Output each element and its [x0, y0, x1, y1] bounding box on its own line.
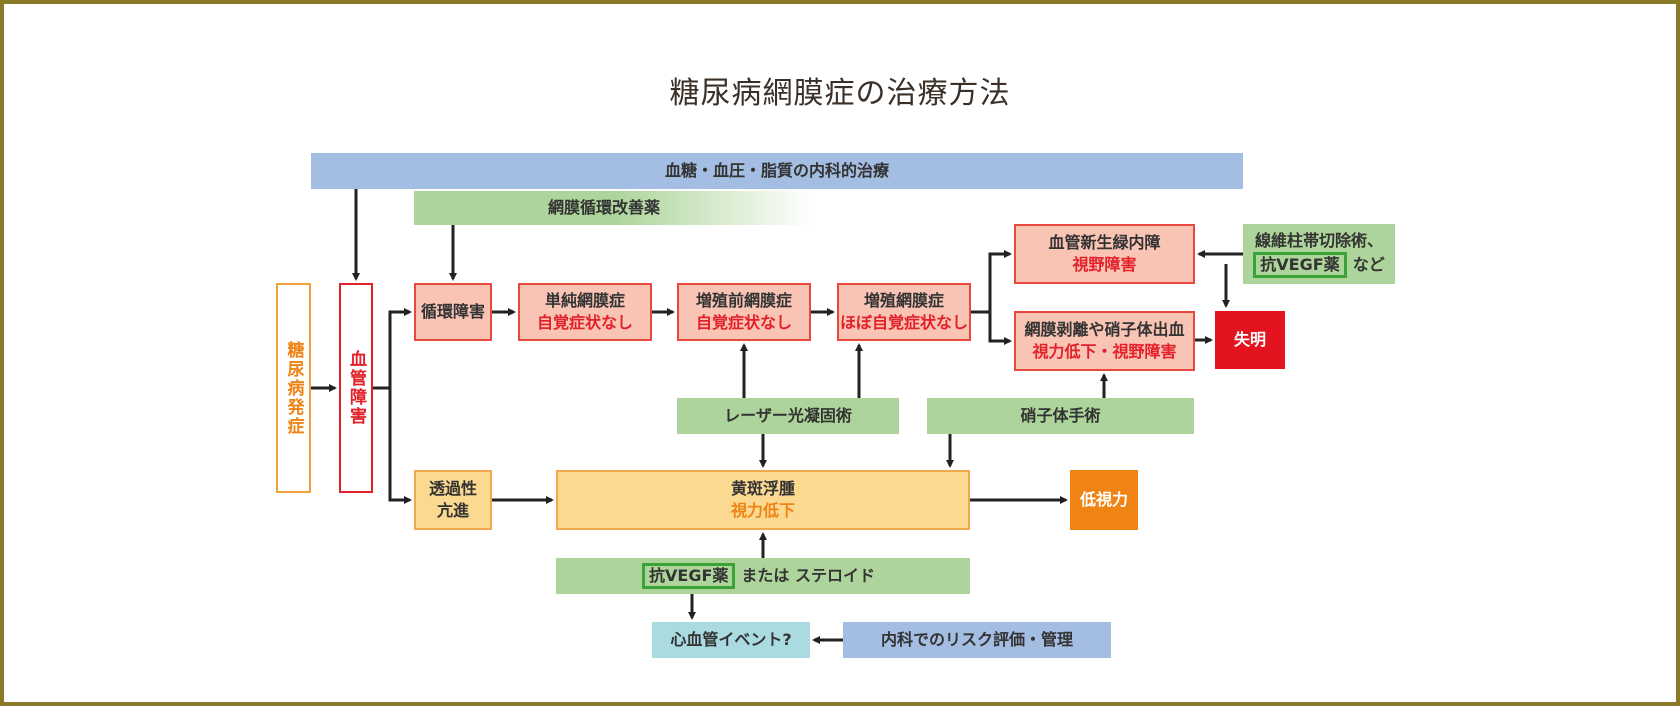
diagram-title: 糖尿病網膜症の治療方法	[669, 76, 1011, 111]
proliferative-line1: 増殖網膜症	[863, 291, 944, 310]
preproliferative-line1: 増殖前網膜症	[695, 291, 792, 310]
surgery-suffix: など	[1352, 255, 1385, 274]
neovascular-glaucoma-box: 血管新生緑内障 視野障害	[1014, 224, 1195, 284]
circulation-drug-box: 網膜循環改善薬	[414, 191, 814, 225]
simple-retinopathy-box: 単純網膜症 自覚症状なし	[518, 283, 652, 341]
surgery-line1: 線維柱帯切除術、	[1254, 231, 1383, 250]
permeability-box: 透過性 亢進	[414, 470, 492, 530]
blindness-box: 失明	[1215, 311, 1285, 369]
risk-evaluation-label: 内科でのリスク評価・管理	[880, 630, 1073, 649]
retinal-detachment-line2: 視力低下・視野障害	[1032, 342, 1177, 361]
laser-box: レーザー光凝固術	[677, 398, 899, 434]
internal-treatment-box: 血糖・血圧・脂質の内科的治療	[311, 153, 1243, 189]
cv-event-label: 心血管イベント?	[670, 630, 792, 649]
retinal-detachment-line1: 網膜剥離や硝子体出血	[1024, 320, 1185, 339]
surgery-box: 線維柱帯切除術、 抗VEGF薬 など	[1243, 224, 1395, 284]
neovascular-glaucoma-line2: 視野障害	[1072, 255, 1137, 274]
internal-treatment-label: 血糖・血圧・脂質の内科的治療	[664, 161, 889, 180]
anti-vegf-text: または ステロイド	[741, 566, 875, 585]
arrow-proliferative-to-glaucoma	[971, 250, 1012, 314]
neovascular-glaucoma-line1: 血管新生緑内障	[1048, 233, 1161, 252]
simple-retinopathy-line1: 単純網膜症	[544, 291, 625, 310]
cv-event-box: 心血管イベント?	[652, 622, 810, 658]
macular-edema-line2: 視力低下	[730, 501, 795, 520]
surgery-anti-vegf-tag: 抗VEGF薬	[1253, 252, 1347, 278]
diabetes-onset-label: 糖尿病発症	[283, 340, 304, 436]
simple-retinopathy-line2: 自覚症状なし	[536, 313, 633, 332]
proliferative-box: 増殖網膜症 ほぼ自覚症状なし	[837, 283, 971, 341]
permeability-line1: 透過性	[428, 479, 477, 498]
vitrectomy-box: 硝子体手術	[927, 398, 1194, 434]
anti-vegf-box: 抗VEGF薬 または ステロイド	[556, 558, 970, 594]
arrow-vascular-to-circulation	[373, 308, 412, 390]
permeability-line2: 亢進	[436, 501, 469, 520]
preproliferative-line2: 自覚症状なし	[695, 313, 792, 332]
circulation-drug-label: 網膜循環改善薬	[548, 198, 661, 217]
laser-label: レーザー光凝固術	[724, 406, 852, 425]
proliferative-line2: ほぼ自覚症状なし	[839, 313, 968, 332]
macular-edema-line1: 黄斑浮腫	[730, 479, 795, 498]
blindness-label: 失明	[1233, 330, 1266, 349]
retinal-detachment-box: 網膜剥離や硝子体出血 視力低下・視野障害	[1014, 311, 1195, 371]
vascular-damage-label: 血管障害	[346, 350, 366, 426]
arrow-proliferative-to-detachment	[988, 312, 1012, 345]
low-vision-label: 低視力	[1079, 490, 1128, 509]
anti-vegf-tag: 抗VEGF薬	[642, 563, 736, 589]
macular-edema-box: 黄斑浮腫 視力低下	[556, 470, 970, 530]
circulation-disorder-label: 循環障害	[420, 302, 485, 321]
risk-evaluation-box: 内科でのリスク評価・管理	[843, 622, 1111, 658]
circulation-disorder-box: 循環障害	[414, 283, 492, 341]
diabetes-onset-box: 糖尿病発症	[276, 283, 311, 493]
arrow-vascular-to-permeability	[388, 388, 412, 504]
vascular-damage-box: 血管障害	[339, 283, 373, 493]
vitrectomy-label: 硝子体手術	[1020, 406, 1101, 425]
low-vision-box: 低視力	[1070, 470, 1138, 530]
preproliferative-box: 増殖前網膜症 自覚症状なし	[677, 283, 811, 341]
